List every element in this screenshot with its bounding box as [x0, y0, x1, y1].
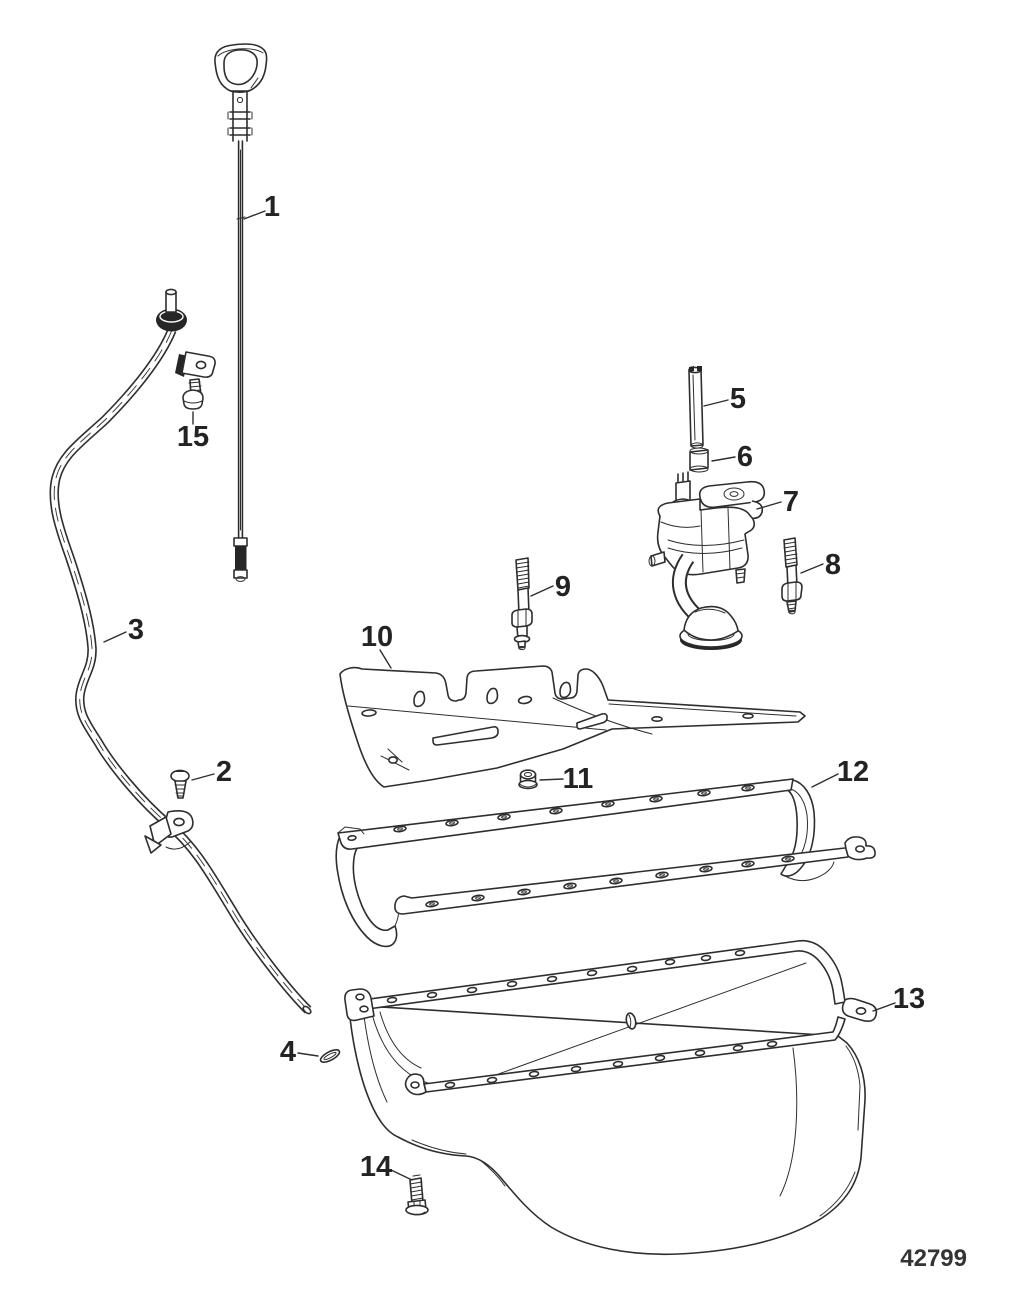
- baffle-plate: [339, 665, 806, 788]
- callout-7-label: 7: [783, 486, 799, 518]
- callout-7: 7: [756, 486, 799, 518]
- callout-12-label: 12: [837, 756, 869, 788]
- callout-10-leader: [379, 649, 392, 669]
- dipstick-tube: [49, 288, 312, 1015]
- callout-15-label: 15: [177, 421, 209, 453]
- callout-5: 5: [703, 383, 746, 415]
- dipstick-shaft: [236, 140, 246, 539]
- callout-10-label: 10: [361, 621, 393, 653]
- o-ring-4: [319, 1049, 341, 1063]
- drive-rod-coupler: [689, 447, 709, 473]
- callout-13-leader: [872, 1002, 896, 1012]
- figure-number: 42799: [900, 1245, 967, 1272]
- callout-9-leader: [530, 585, 554, 597]
- callout-8: 8: [800, 549, 841, 581]
- oil-pan: [344, 939, 878, 1256]
- callout-13-label: 13: [893, 983, 925, 1015]
- tube-bracket-upper: [175, 351, 216, 378]
- callout-5-label: 5: [730, 383, 746, 415]
- callout-10: 10: [361, 621, 393, 669]
- callout-6: 6: [711, 441, 753, 473]
- callout-1-leader: [243, 210, 266, 220]
- callout-14-leader: [390, 1169, 413, 1181]
- callout-11-label: 11: [563, 763, 594, 795]
- tube-bracket-lower: [144, 810, 194, 854]
- dipstick-tip: [233, 537, 248, 582]
- callout-12-leader: [811, 773, 839, 788]
- stud-8: [781, 537, 803, 615]
- dipstick-handle: [214, 43, 268, 142]
- callout-15: 15: [177, 411, 209, 453]
- callout-2: 2: [191, 756, 232, 788]
- stud-9: [511, 557, 533, 651]
- pan-back-rim-holes: [386, 949, 746, 1004]
- callout-6-label: 6: [737, 441, 753, 473]
- pan-front-rim-holes: [444, 1040, 778, 1089]
- callout-14-label: 14: [360, 1151, 392, 1183]
- callout-11-leader: [539, 778, 564, 781]
- callout-4-leader: [297, 1052, 319, 1057]
- callout-9-label: 9: [555, 571, 571, 603]
- pump-drive-rod: [688, 366, 704, 449]
- callout-4: 4: [280, 1036, 319, 1068]
- oil-pump: [648, 471, 766, 650]
- callout-13: 13: [872, 983, 925, 1015]
- tube-grommet: [156, 288, 187, 332]
- pump-pickup-screen: [679, 605, 743, 650]
- callout-4-label: 4: [280, 1036, 296, 1068]
- callout-7-leader: [756, 501, 782, 510]
- callout-3-label: 3: [128, 614, 144, 646]
- screw-2: [170, 769, 190, 799]
- flange-nut-11: [518, 769, 538, 790]
- callout-9: 9: [530, 571, 571, 603]
- callout-5-leader: [703, 399, 729, 407]
- callout-2-leader: [191, 773, 215, 781]
- callout-2-label: 2: [216, 756, 232, 788]
- callout-11: 11: [539, 763, 594, 795]
- gasket-bottom-rail-holes: [425, 855, 795, 908]
- callout-3-leader: [103, 631, 127, 643]
- callout-8-leader: [800, 563, 824, 574]
- callout-1: 1: [243, 191, 280, 223]
- callout-12: 12: [811, 756, 869, 788]
- callout-1-label: 1: [264, 191, 280, 223]
- callout-6-leader: [711, 456, 736, 462]
- screw-15: [182, 378, 204, 410]
- gasket-top-rail-holes: [393, 784, 755, 833]
- dipstick: [214, 43, 268, 582]
- screw-14: [405, 1174, 429, 1216]
- callout-14: 14: [360, 1151, 413, 1183]
- callout-3: 3: [103, 614, 144, 646]
- callout-8-label: 8: [825, 549, 841, 581]
- oil-pan-gasket: [335, 778, 876, 948]
